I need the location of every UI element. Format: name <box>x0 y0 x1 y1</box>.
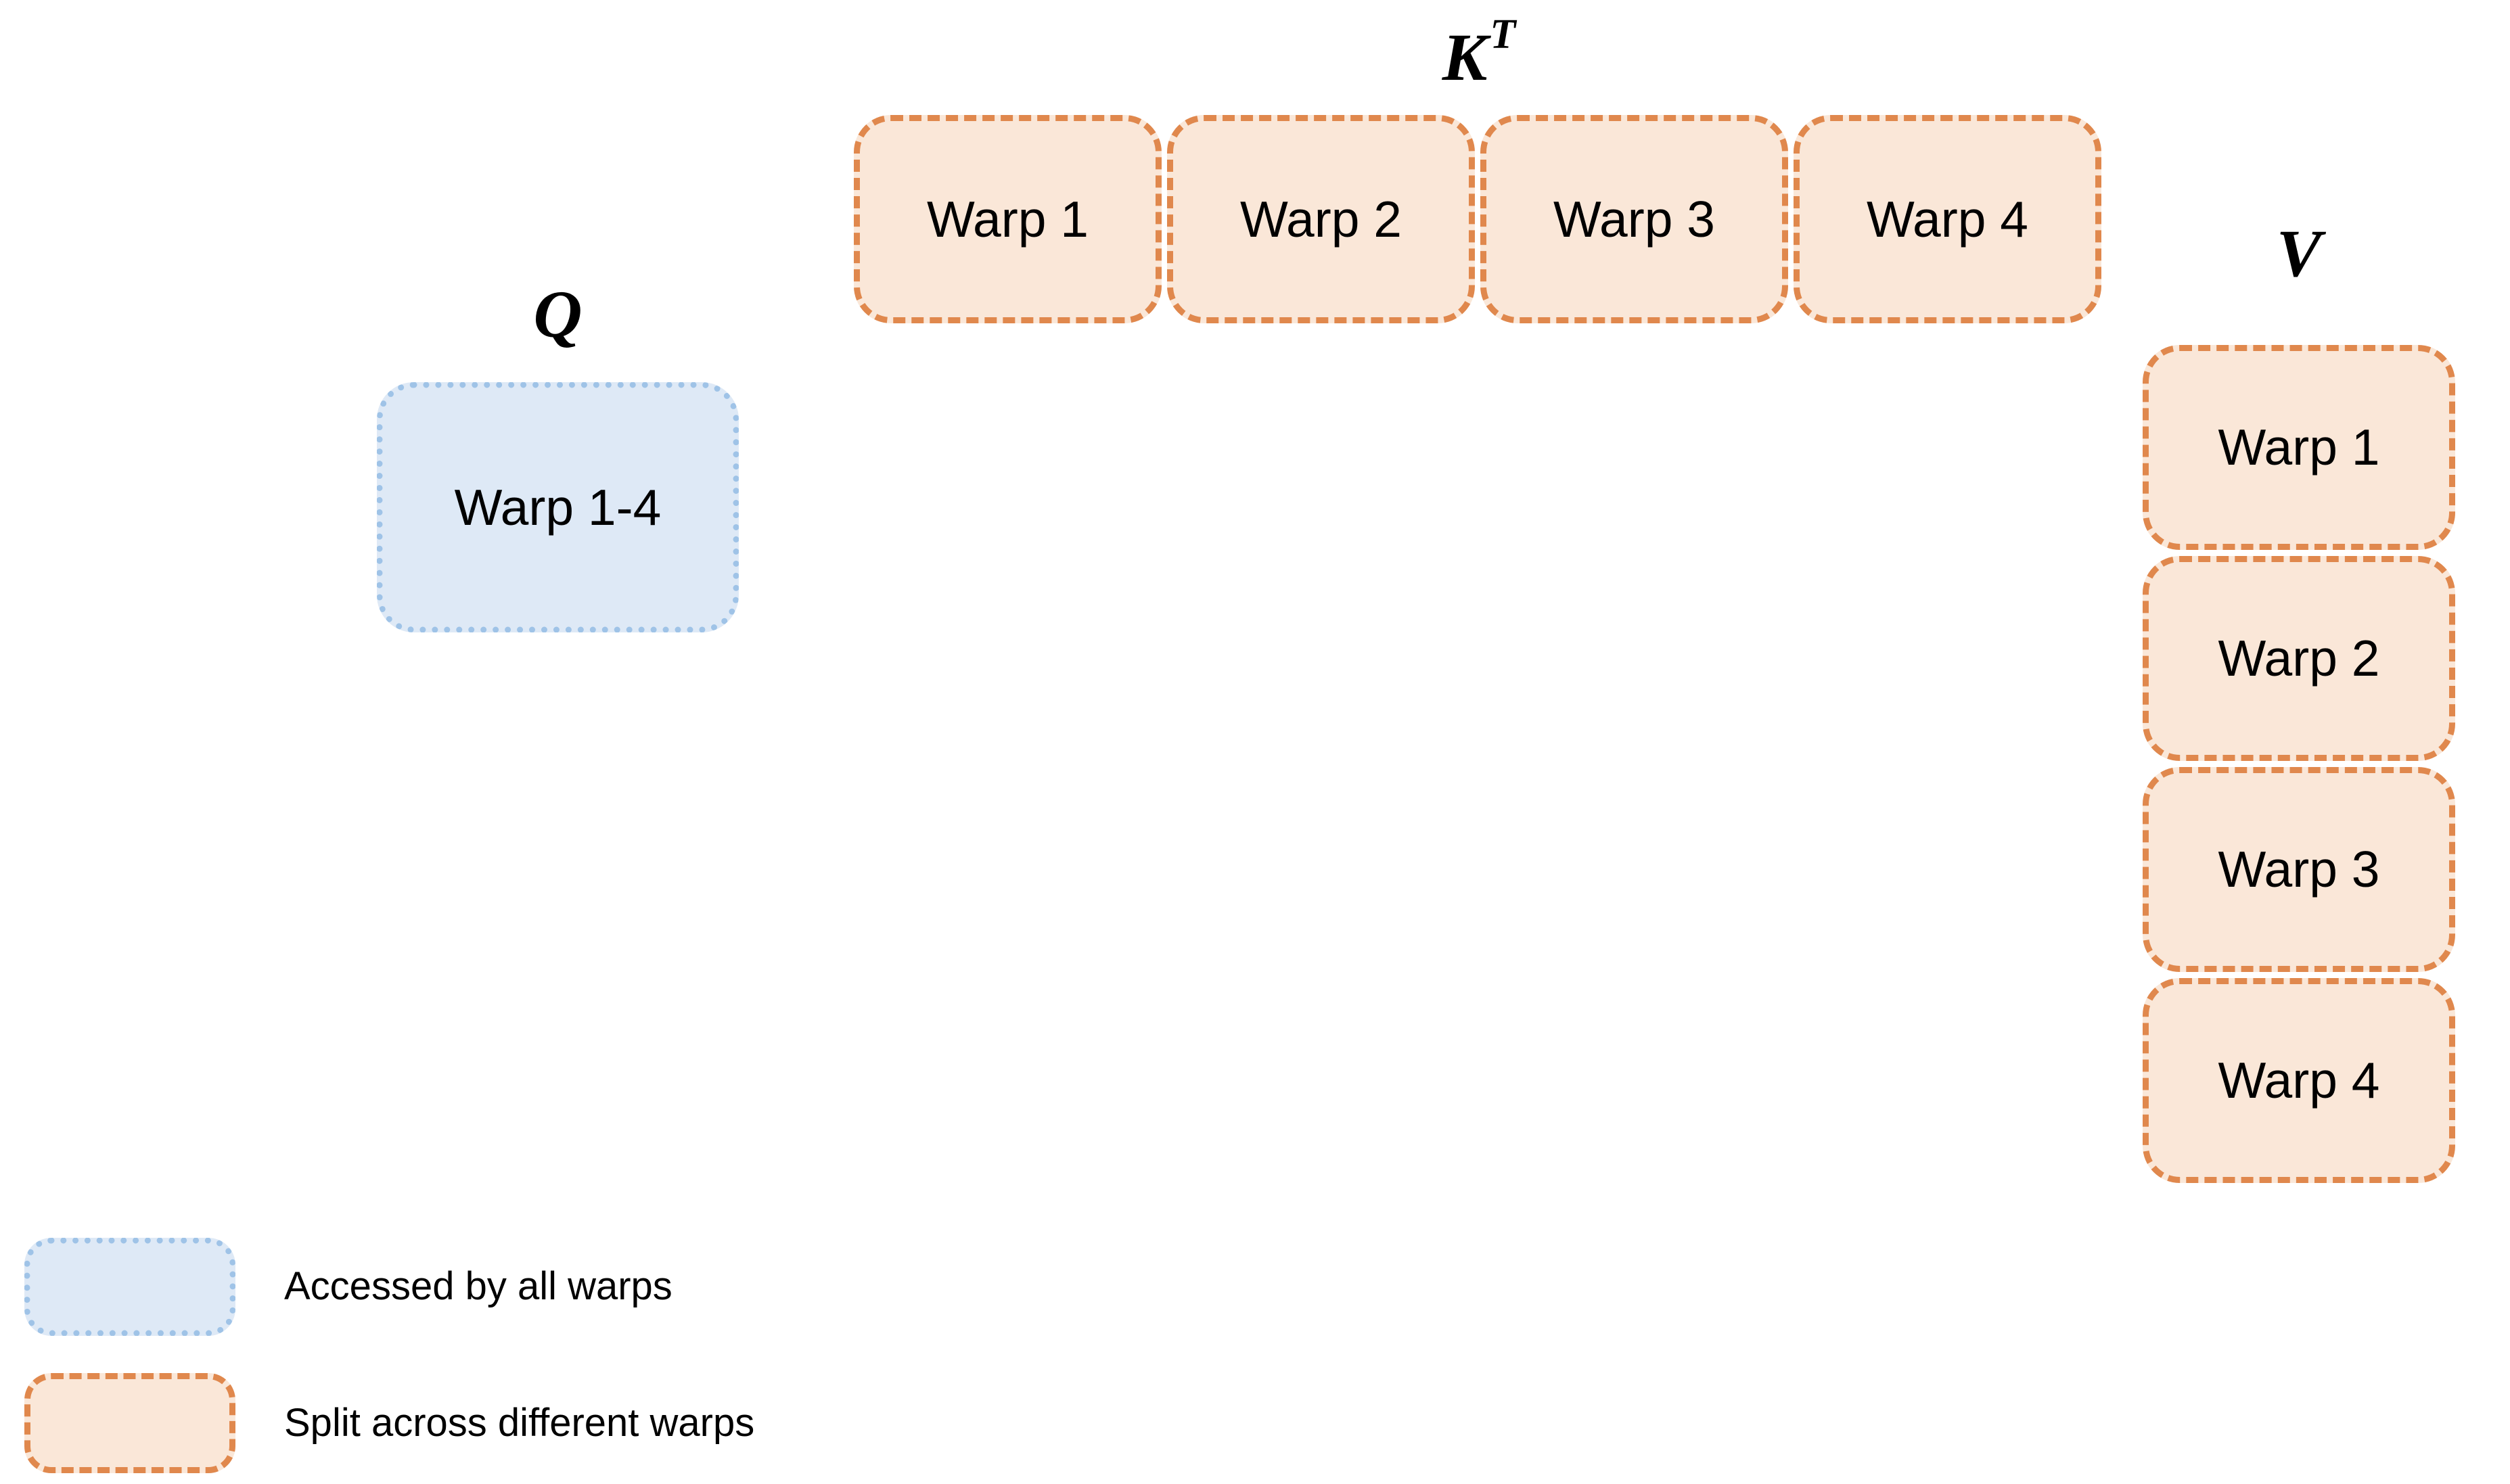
matrix-label-kt-base: K <box>1442 20 1488 95</box>
v-block-warp-1-label: Warp 1 <box>2218 419 2380 476</box>
kt-block-warp-3: Warp 3 <box>1480 115 1788 323</box>
legend-label-split-across-warps: Split across different warps <box>284 1399 754 1447</box>
q-block-warp-1-4: Warp 1-4 <box>377 382 739 632</box>
kt-block-warp-2-label: Warp 2 <box>1240 190 1402 248</box>
kt-block-warp-1-label: Warp 1 <box>927 190 1089 248</box>
kt-block-warp-4: Warp 4 <box>1794 115 2101 323</box>
matrix-label-v-text: V <box>2276 216 2322 291</box>
q-block-label: Warp 1-4 <box>454 478 662 536</box>
legend-swatch-accessed-by-all-warps <box>24 1238 235 1336</box>
kt-block-warp-4-label: Warp 4 <box>1867 190 2028 248</box>
legend-label-accessed-by-all-warps-text: Accessed by all warps <box>284 1264 672 1308</box>
kt-block-warp-3-label: Warp 3 <box>1553 190 1715 248</box>
v-block-warp-4-label: Warp 4 <box>2218 1052 2380 1109</box>
v-block-warp-2-label: Warp 2 <box>2218 630 2380 687</box>
v-block-warp-3: Warp 3 <box>2143 767 2455 972</box>
v-block-warp-3-label: Warp 3 <box>2218 841 2380 898</box>
matrix-label-q: Q <box>377 260 739 369</box>
matrix-label-q-text: Q <box>533 277 583 352</box>
matrix-label-v: V <box>2143 200 2455 308</box>
v-block-warp-4: Warp 4 <box>2143 978 2455 1183</box>
legend-label-split-across-warps-text: Split across different warps <box>284 1401 755 1445</box>
kt-block-warp-1: Warp 1 <box>854 115 1162 323</box>
v-block-warp-2: Warp 2 <box>2143 556 2455 761</box>
kt-block-warp-2: Warp 2 <box>1167 115 1475 323</box>
v-block-warp-1: Warp 1 <box>2143 345 2455 550</box>
matrix-label-kt-superscript: T <box>1490 11 1516 57</box>
legend-swatch-split-across-warps <box>24 1373 235 1473</box>
legend-label-accessed-by-all-warps: Accessed by all warps <box>284 1263 672 1310</box>
